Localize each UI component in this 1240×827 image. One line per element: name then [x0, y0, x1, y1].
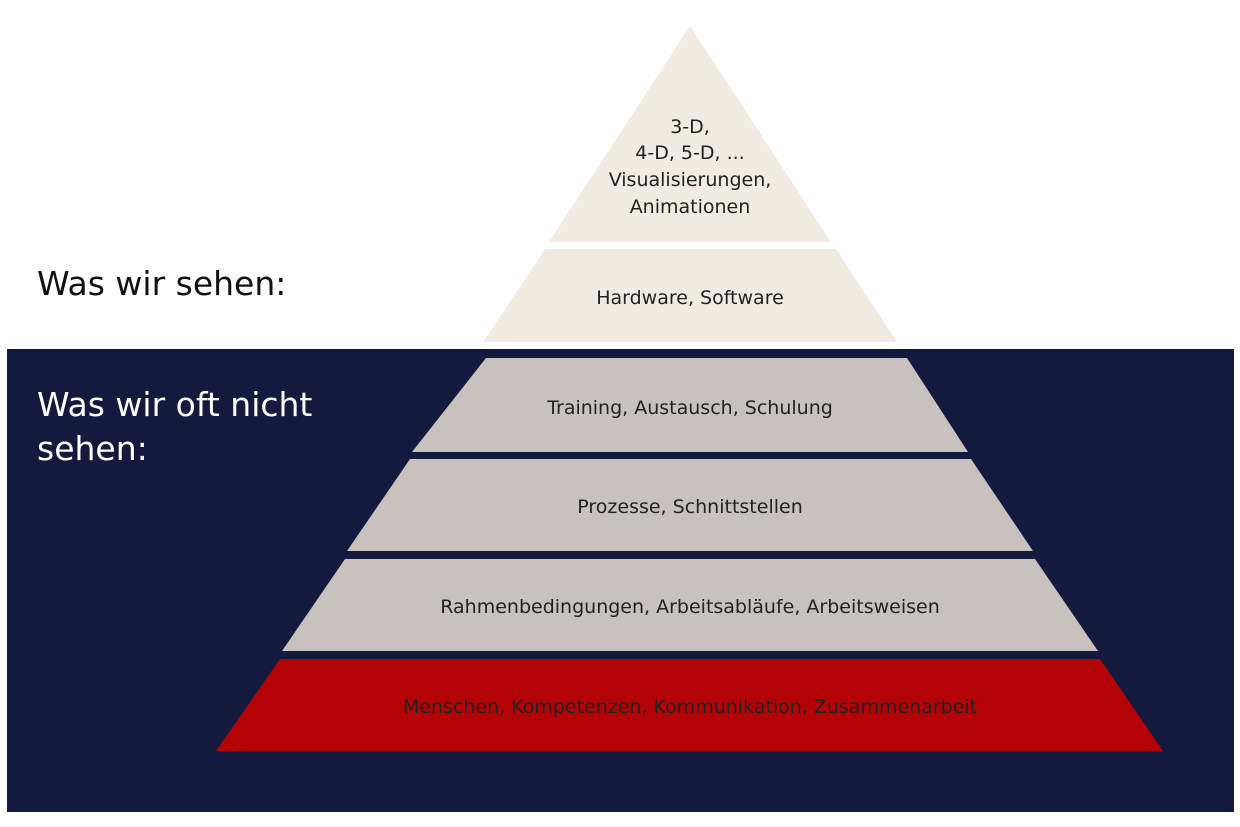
visible-section-label: Was wir sehen: [37, 264, 287, 303]
pyramid-tier-1-label: 3-D, [670, 116, 710, 138]
hidden-section-label: Was wir oft nicht sehen: [37, 385, 313, 468]
pyramid-tier-6 [216, 659, 1163, 751]
pyramid-tier-5-label: Rahmenbedingungen, Arbeitsabläufe, Arbei… [440, 596, 940, 618]
pyramid-tier-3-label: Training, Austausch, Schulung [546, 397, 833, 419]
pyramid-tier-1 [549, 26, 831, 242]
pyramid-tier-1-label: Animationen [630, 196, 751, 218]
pyramid-tiers: 3-D, 4-D, 5-D, ... Visualisierungen, Animat… [216, 26, 1163, 751]
pyramid-tier-1-label: 4-D, 5-D, ... [635, 142, 744, 164]
pyramid-tier-5 [282, 559, 1098, 651]
pyramid-tier-1-label: Visualisierungen, [609, 169, 772, 191]
pyramid-tier-2-label: Hardware, Software [596, 287, 784, 309]
pyramid-tier-4-label: Prozesse, Schnittstellen [577, 496, 802, 518]
pyramid-tier-6-label: Menschen, Kompetenzen, Kommunikation, Zu… [403, 696, 977, 718]
pyramid-tier-3 [412, 358, 968, 452]
pyramid-tier-2 [483, 249, 897, 342]
pyramid-tier-4 [347, 459, 1033, 551]
